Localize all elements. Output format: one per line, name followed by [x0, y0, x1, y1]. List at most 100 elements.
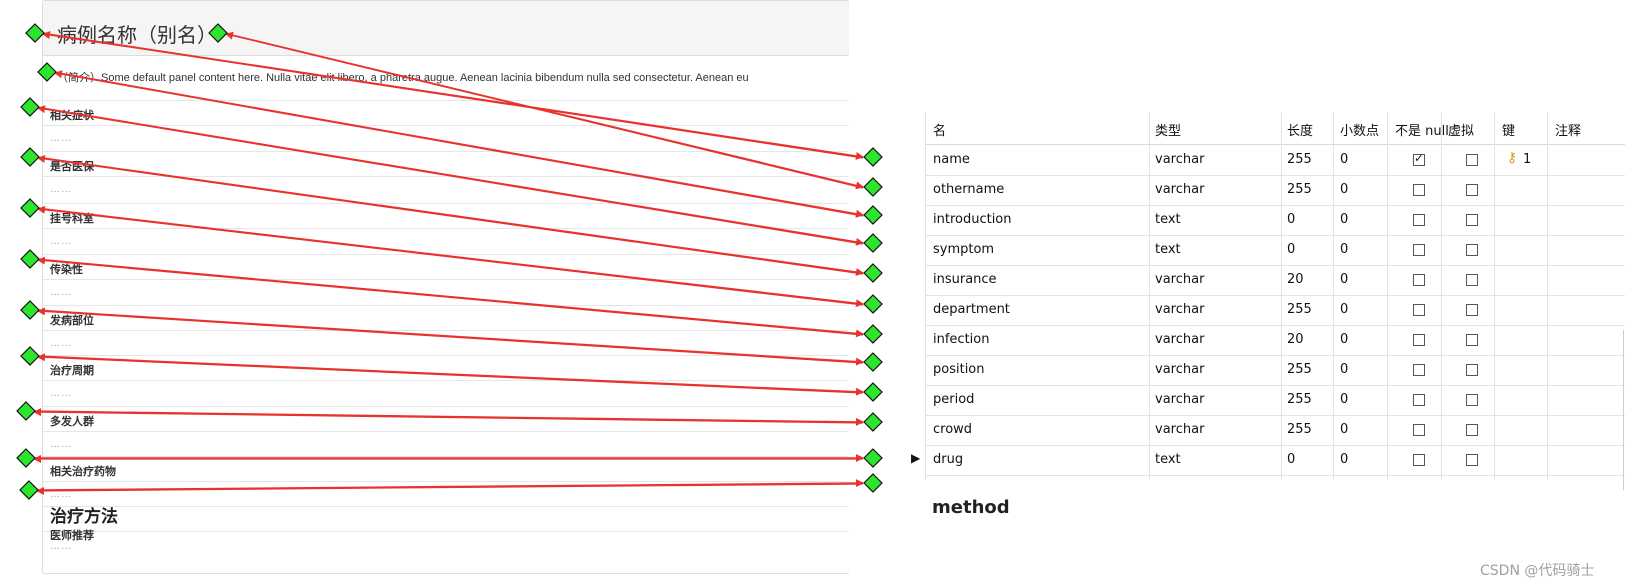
- cell-decimals: 0: [1340, 392, 1349, 407]
- cell-decimals: 0: [1340, 422, 1349, 437]
- panel-item-placeholder: ……: [50, 338, 72, 349]
- source-diamond-marker: [16, 448, 36, 468]
- cell-name: insurance: [933, 272, 997, 287]
- not-null-checkbox[interactable]: [1413, 274, 1425, 286]
- column-header[interactable]: 不是 null: [1395, 124, 1449, 139]
- column-header[interactable]: 注释: [1555, 124, 1582, 139]
- not-null-checkbox[interactable]: [1413, 151, 1425, 166]
- cell-decimals: 0: [1340, 272, 1349, 287]
- column-divider: [1547, 112, 1548, 480]
- table-row[interactable]: insurance varchar 20 0: [925, 265, 1625, 296]
- virtual-checkbox[interactable]: [1466, 154, 1478, 166]
- virtual-checkbox[interactable]: [1466, 184, 1478, 196]
- panel-item-body: ……: [43, 125, 849, 151]
- target-diamond-marker: [863, 324, 883, 344]
- not-null-checkbox[interactable]: [1413, 424, 1425, 436]
- panel-item-head: [43, 506, 849, 532]
- column-header[interactable]: 虚拟: [1448, 124, 1475, 139]
- panel-item-head: 挂号科室: [43, 203, 849, 229]
- not-null-checkbox[interactable]: [1413, 304, 1425, 316]
- cell-name: period: [933, 392, 975, 407]
- cell-length: 20: [1287, 272, 1304, 287]
- cell-decimals: 0: [1340, 182, 1349, 197]
- column-divider: [1441, 112, 1442, 480]
- not-null-checkbox[interactable]: [1413, 454, 1425, 466]
- cell-decimals: 0: [1340, 452, 1349, 467]
- target-diamond-marker: [863, 352, 883, 372]
- not-null-checkbox[interactable]: [1413, 334, 1425, 346]
- cell-decimals: 0: [1340, 242, 1349, 257]
- panel-item-head: 是否医保: [43, 151, 849, 177]
- column-divider: [1281, 112, 1282, 480]
- cell-name: crowd: [933, 422, 973, 437]
- watermark: CSDN @代码骑士: [1480, 563, 1595, 579]
- panel-item-placeholder: ……: [50, 133, 72, 144]
- source-diamond-marker: [20, 300, 40, 320]
- cell-name: symptom: [933, 242, 995, 257]
- not-null-checkbox[interactable]: [1413, 244, 1425, 256]
- cell-type: varchar: [1155, 302, 1205, 317]
- column-header[interactable]: 键: [1502, 124, 1516, 139]
- panel-item-head: 发病部位: [43, 305, 849, 331]
- virtual-checkbox[interactable]: [1466, 394, 1478, 406]
- source-diamond-marker: [20, 198, 40, 218]
- panel-item-label: 多发人群: [50, 415, 94, 428]
- panel-title: 病例名称（别名）: [57, 23, 217, 47]
- column-header[interactable]: 类型: [1155, 124, 1182, 139]
- disease-panel: 病例名称（别名） （简介）Some default panel content …: [42, 0, 849, 574]
- panel-item-body: ……: [43, 279, 849, 305]
- cell-name: department: [933, 302, 1010, 317]
- not-null-checkbox[interactable]: [1413, 394, 1425, 406]
- cell-name: name: [933, 152, 970, 167]
- cell-length: 0: [1287, 212, 1296, 227]
- virtual-checkbox[interactable]: [1466, 274, 1478, 286]
- panel-item-label: 发病部位: [50, 314, 94, 327]
- virtual-checkbox[interactable]: [1466, 214, 1478, 226]
- column-divider: [1149, 112, 1150, 480]
- cell-type: varchar: [1155, 332, 1205, 347]
- cell-type: text: [1155, 242, 1181, 257]
- not-null-checkbox[interactable]: [1413, 184, 1425, 196]
- virtual-checkbox[interactable]: [1466, 304, 1478, 316]
- column-header[interactable]: 名: [933, 124, 947, 139]
- panel-item-label: 挂号科室: [50, 212, 94, 225]
- cell-length: 255: [1287, 362, 1312, 377]
- virtual-checkbox[interactable]: [1466, 454, 1478, 466]
- cell-name: position: [933, 362, 985, 377]
- cell-type: varchar: [1155, 272, 1205, 287]
- virtual-checkbox[interactable]: [1466, 364, 1478, 376]
- panel-item-label: 相关症状: [50, 109, 94, 122]
- column-header[interactable]: 小数点: [1340, 124, 1380, 139]
- virtual-checkbox[interactable]: [1466, 424, 1478, 436]
- panel-intro: （简介）Some default panel content here. Nul…: [57, 72, 749, 84]
- panel-item-body: ……: [43, 431, 849, 457]
- cell-decimals: 0: [1340, 212, 1349, 227]
- cell-name: introduction: [933, 212, 1012, 227]
- cell-type: varchar: [1155, 422, 1205, 437]
- cell-name: drug: [933, 452, 964, 467]
- target-diamond-marker: [863, 473, 883, 493]
- doctor-label: 医师推荐: [50, 529, 94, 542]
- virtual-checkbox[interactable]: [1466, 244, 1478, 256]
- column-header[interactable]: 长度: [1287, 124, 1314, 139]
- not-null-checkbox[interactable]: [1413, 214, 1425, 226]
- not-null-checkbox[interactable]: [1413, 364, 1425, 376]
- panel-item-head: 多发人群: [43, 406, 849, 432]
- triangle-right-icon: ▶: [911, 451, 921, 465]
- virtual-checkbox[interactable]: [1466, 334, 1478, 346]
- target-diamond-marker: [863, 448, 883, 468]
- column-divider: [1494, 112, 1495, 480]
- method-field-label: method: [932, 497, 1010, 518]
- panel-item-label: 相关治疗药物: [50, 465, 116, 478]
